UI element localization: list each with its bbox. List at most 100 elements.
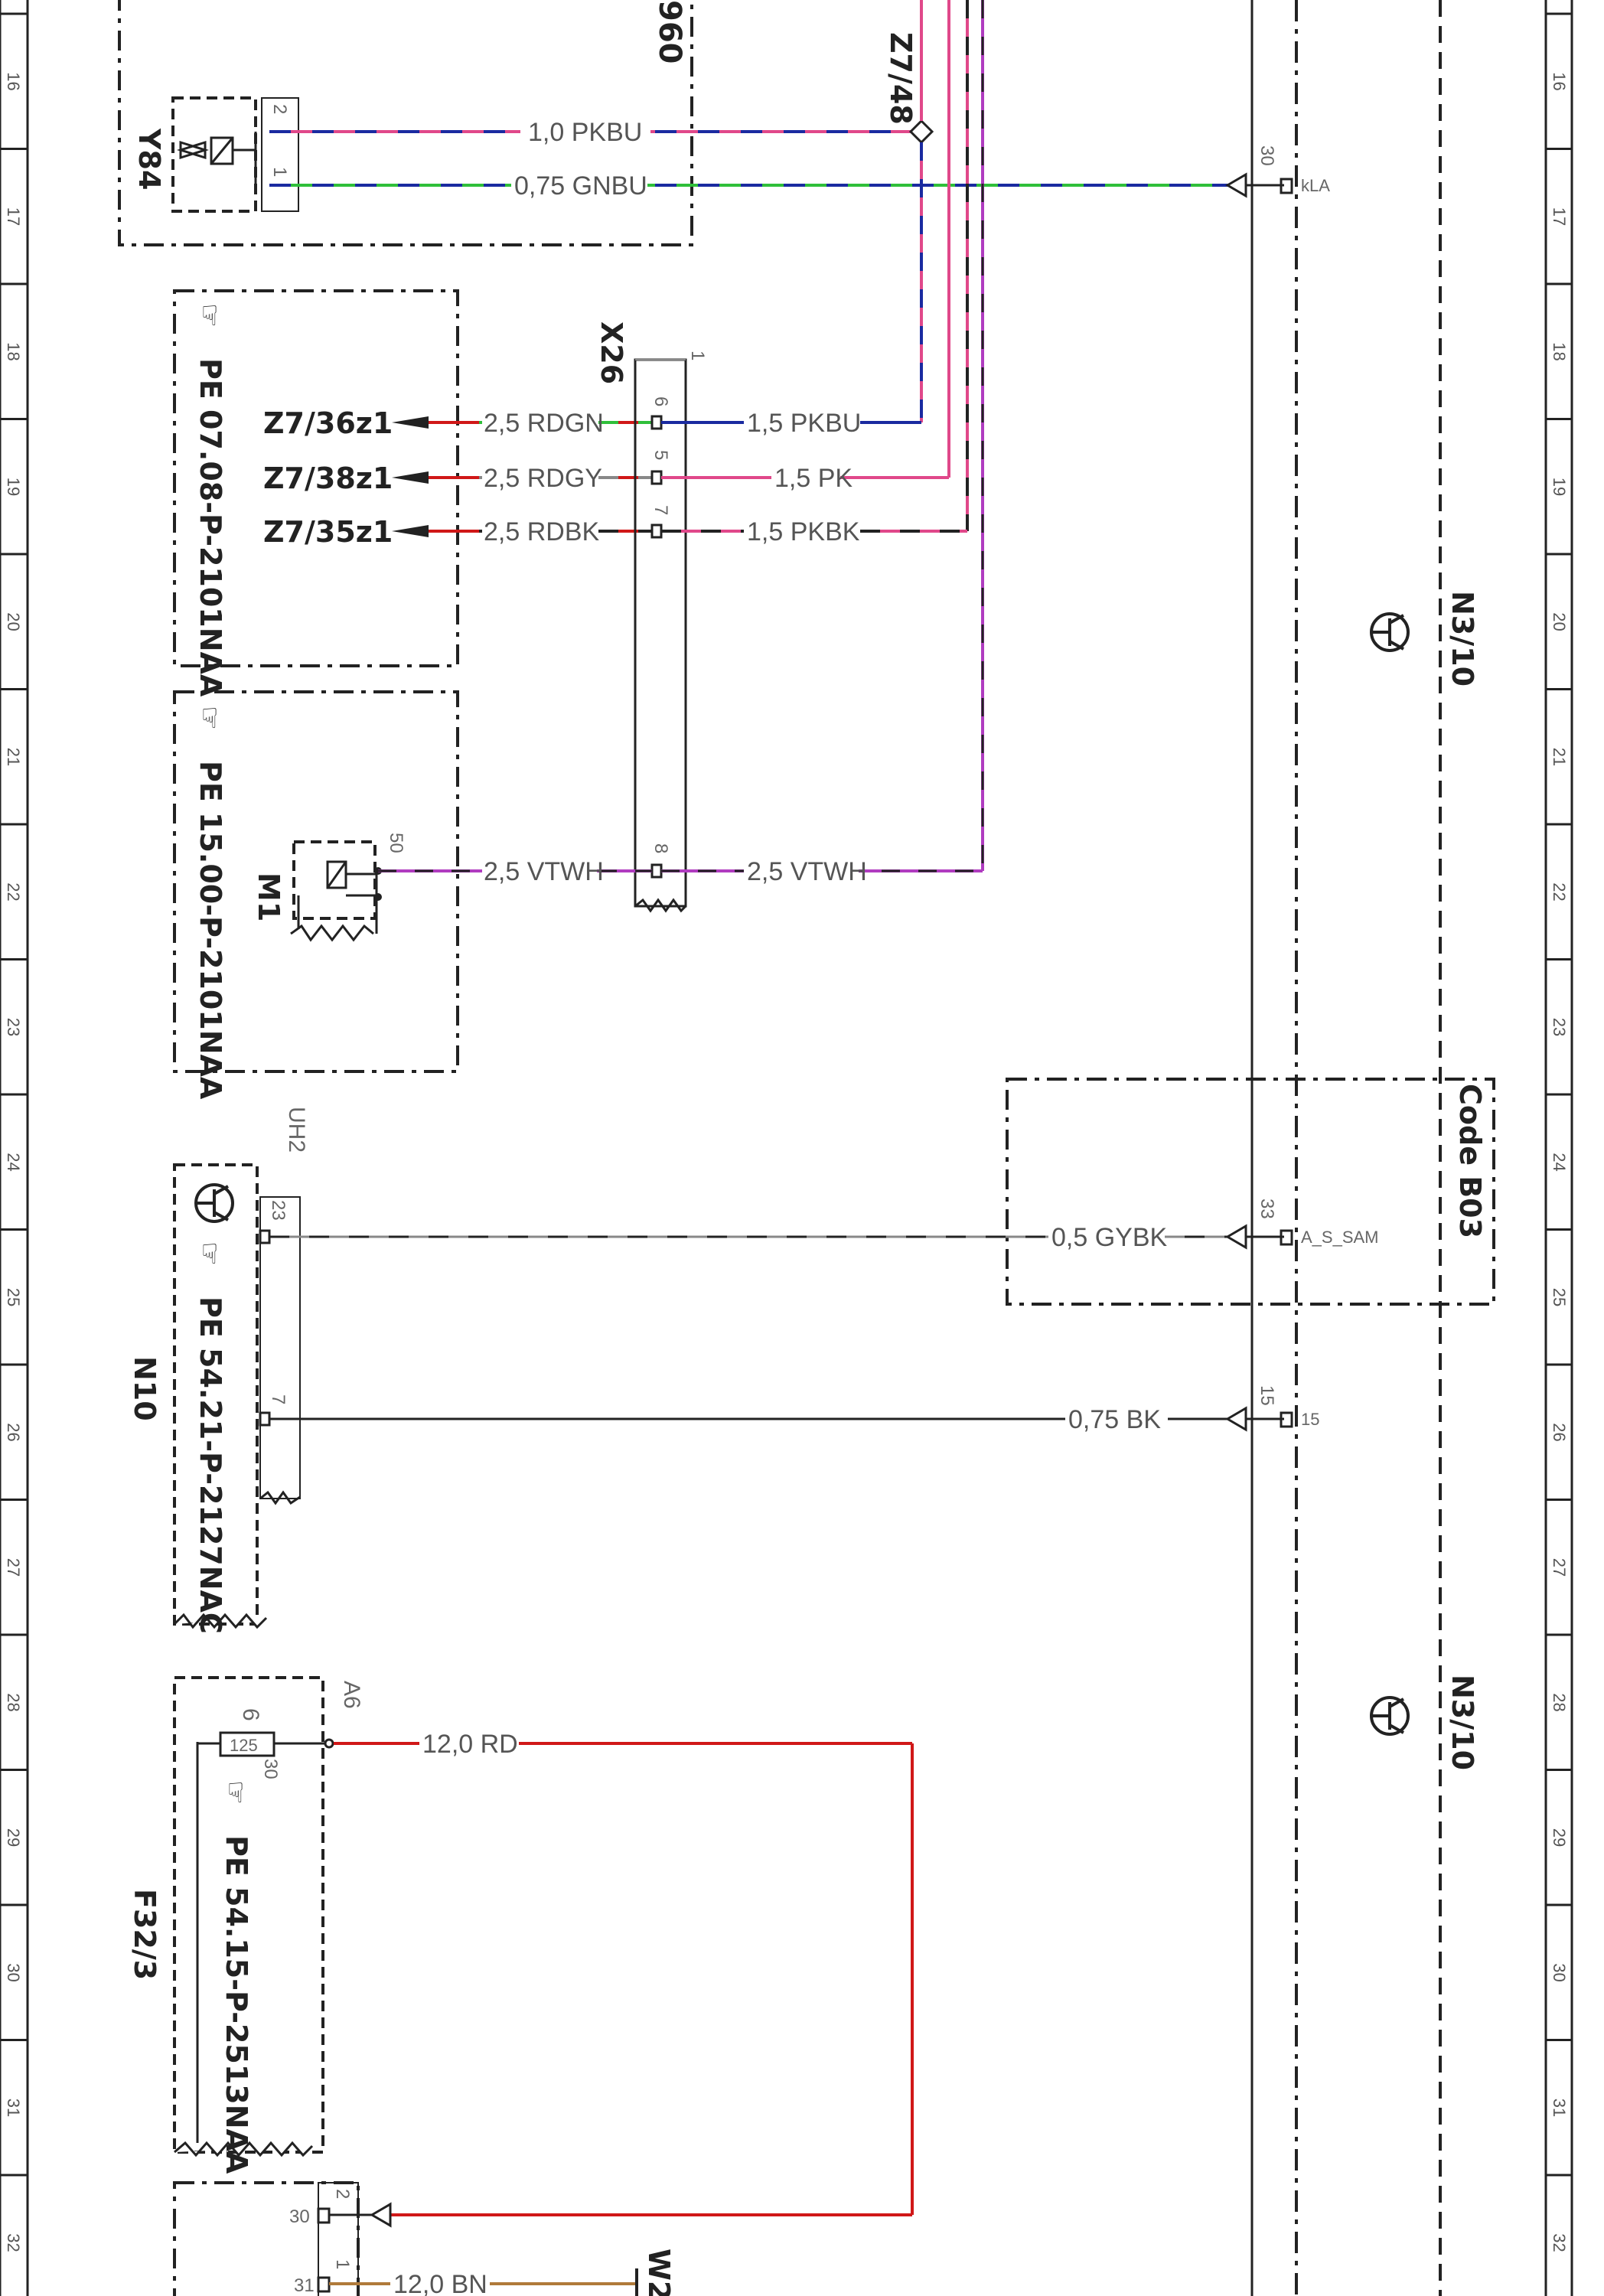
wire-label-w1: 1,0 PKBU [528, 118, 642, 147]
ruler-row-number: 27 [4, 1558, 23, 1577]
pe-15-00-box [173, 690, 459, 1073]
bottom-pin-1: 1 [332, 2259, 353, 2269]
n10-pin-23: 23 [268, 1200, 289, 1221]
bottom-box [173, 2181, 360, 2296]
ruler-row-number: 17 [4, 207, 23, 226]
x26-header-pin: 1 [687, 351, 708, 360]
ruler-row-number: 30 [1550, 1963, 1569, 1981]
ruler-row-number: 29 [4, 1828, 23, 1847]
ruler-row-number: 31 [1550, 2099, 1569, 2117]
ruler-row-number: 28 [4, 1693, 23, 1711]
f32-3-box [173, 1676, 324, 2154]
wire-label-w10: 2,5 VTWH [747, 857, 867, 886]
right-ruler [1544, 0, 1573, 2296]
fuse-pin-6: 6 [238, 1708, 263, 1721]
bottom-pin-31: 31 [294, 2275, 315, 2296]
x26-connector [634, 358, 687, 908]
ruler-row-number: 20 [4, 612, 23, 631]
ruler-row-number: 19 [4, 478, 23, 496]
f32-pe-label: PE 54.15-P-2513NAA [220, 1835, 253, 2174]
wire-label-w8: 1,5 PKBK [747, 517, 860, 546]
ruler-row-number: 32 [4, 2233, 23, 2252]
pe-15-00-label: PE 15.00-P-2101NAA [194, 761, 227, 1100]
n3-10-label-1: N3/10 [1446, 591, 1479, 687]
n3-pin-30: 30 [1257, 145, 1277, 166]
m1-pin-50: 50 [386, 833, 406, 853]
n10-pin-7: 7 [268, 1394, 289, 1404]
arrow-15 [1225, 1406, 1247, 1432]
ruler-row-number: 23 [4, 1018, 23, 1036]
ruler-row-number: 22 [1550, 882, 1569, 901]
bottom-pin-2: 2 [332, 2189, 353, 2199]
n10-pe-label: PE 54.21-P-2127NAC [194, 1296, 227, 1634]
pe-07-08-label: PE 07.08-P-2101NAA [194, 358, 227, 697]
z7-48-label: Z7/48 [884, 32, 918, 125]
wire-label-w9: 2,5 VTWH [484, 857, 604, 886]
bottom-connector [318, 2182, 359, 2296]
m1-inner-box [292, 840, 377, 920]
x26-pin-7: 7 [650, 505, 671, 515]
ruler-row-number: 25 [1550, 1288, 1569, 1306]
box-label-960: 960 [652, 0, 687, 64]
wire-label-w13: 12,0 RD [422, 1730, 518, 1759]
n3-10-label-2: N3/10 [1446, 1675, 1479, 1770]
n10-label: N10 [128, 1356, 161, 1421]
target-z7-38z1: Z7/38z1 [263, 461, 393, 495]
ruler-row-number: 22 [4, 882, 23, 901]
arrow-kla [1225, 172, 1247, 198]
ruler-row-number: 30 [4, 1963, 23, 1981]
pe-07-08-box [173, 289, 459, 667]
ruler-row-number: 29 [1550, 1828, 1569, 1847]
target-z7-36z1: Z7/36z1 [263, 406, 393, 440]
bottom-pin-30: 30 [289, 2206, 310, 2227]
pointing-hand-icon-4: ☞ [220, 1780, 252, 1805]
y84-inner-box [171, 96, 257, 213]
x26-pin-5: 5 [650, 450, 671, 460]
wire-label-w3: 2,5 RDGN [484, 409, 604, 438]
y84-label: Y84 [132, 128, 166, 190]
n3-pin-33: 33 [1257, 1199, 1277, 1219]
ruler-row-number: 28 [1550, 1693, 1569, 1711]
ruler-row-number: 16 [1550, 72, 1569, 90]
y84-outer-box [118, 0, 693, 246]
ruler-row-number: 23 [1550, 1018, 1569, 1036]
ruler-row-number: 18 [1550, 342, 1569, 360]
ruler-row-number: 21 [4, 748, 23, 766]
transistor-icon-n10 [194, 1183, 234, 1223]
w2-label: W2 [642, 2249, 676, 2296]
ruler-row-number: 24 [4, 1153, 23, 1171]
arrow-a-s-sam [1225, 1224, 1247, 1250]
x26-pin-8: 8 [650, 843, 671, 853]
n3-pin-15-name: 15 [1301, 1410, 1319, 1429]
wire-label-w12: 0,75 BK [1068, 1405, 1161, 1434]
ruler-row-number: 18 [4, 342, 23, 360]
pointing-hand-icon-2: ☞ [194, 706, 226, 730]
ruler-row-number: 31 [4, 2099, 23, 2117]
n3-pin-15: 15 [1257, 1385, 1277, 1406]
valve-icon [176, 132, 257, 184]
f32-connector-a6: A6 [339, 1681, 364, 1709]
fuse-pin-30: 30 [260, 1759, 281, 1779]
wire-label-w14: 12,0 BN [393, 2270, 487, 2296]
arrow-bottom [370, 2202, 392, 2228]
ruler-row-number: 20 [1550, 612, 1569, 631]
ruler-row-number: 17 [1550, 207, 1569, 226]
ruler-row-number: 16 [4, 72, 23, 90]
ruler-row-number: 24 [1550, 1153, 1569, 1171]
m1-label: M1 [252, 872, 285, 921]
ruler-row-number: 26 [4, 1423, 23, 1441]
ruler-row-number: 32 [1550, 2233, 1569, 2252]
wire-label-w6: 1,5 PKBU [747, 409, 861, 438]
ruler-row-number: 27 [1550, 1558, 1569, 1577]
pointing-hand-icon-3: ☞ [194, 1241, 226, 1266]
code-b03-box [1006, 1078, 1495, 1306]
f32-3-label: F32/3 [128, 1889, 161, 1980]
n3-pin-a-s-sam: A_S_SAM [1301, 1228, 1379, 1247]
target-z7-35z1: Z7/35z1 [263, 515, 393, 549]
y84-connector [261, 97, 299, 212]
y84-pin-2: 2 [269, 104, 290, 114]
ruler-row-number: 26 [1550, 1423, 1569, 1441]
code-b03-label: Code B03 [1453, 1084, 1487, 1238]
fuse-rating: 125 [230, 1736, 258, 1755]
